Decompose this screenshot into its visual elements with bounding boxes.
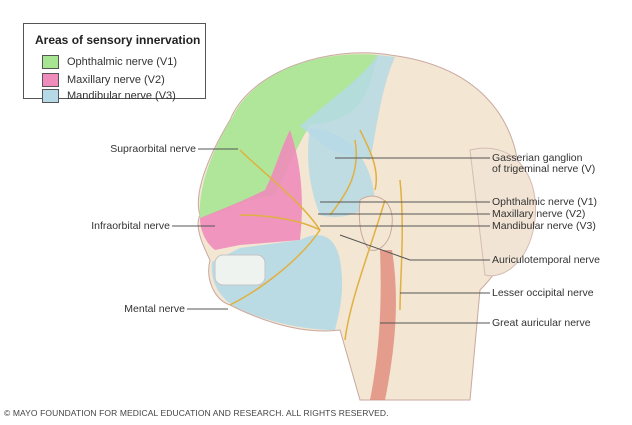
- label-mental: Mental nerve: [124, 303, 185, 315]
- label-lesser-occipital: Lesser occipital nerve: [492, 287, 594, 299]
- label-gasserian-1: Gasserian ganglion: [492, 152, 583, 164]
- label-gasserian-2: of trigeminal nerve (V): [492, 163, 596, 175]
- temporal-area: [308, 128, 375, 217]
- copyright: © MAYO FOUNDATION FOR MEDICAL EDUCATION …: [4, 408, 389, 418]
- legend-item-ophthalmic: Ophthalmic nerve (V1): [42, 55, 177, 69]
- label-great-auricular: Great auricular nerve: [492, 317, 591, 329]
- ear: [358, 195, 393, 251]
- label-supraorbital: Supraorbital nerve: [110, 143, 196, 155]
- legend-label: Mandibular nerve (V3): [67, 90, 176, 102]
- legend-label: Maxillary nerve (V2): [67, 74, 165, 86]
- legend-item-mandibular: Mandibular nerve (V3): [42, 89, 176, 103]
- sternocleidomastoid: [370, 250, 396, 400]
- label-maxillary: Maxillary nerve (V2): [492, 208, 586, 220]
- nerve-branches: [229, 129, 403, 341]
- leader-lines: [172, 148, 490, 324]
- swatch: [42, 89, 59, 103]
- legend-title: Areas of sensory innervation: [35, 33, 201, 47]
- teeth: [214, 254, 266, 286]
- hair-bun: [469, 147, 537, 277]
- label-infraorbital: Infraorbital nerve: [91, 220, 170, 232]
- maxillary-area: [200, 130, 302, 250]
- label-ophthalmic: Ophthalmic nerve (V1): [492, 196, 598, 208]
- label-auriculotemporal: Auriculotemporal nerve: [492, 254, 600, 266]
- legend-item-maxillary: Maxillary nerve (V2): [42, 73, 165, 87]
- legend: Areas of sensory innervation Ophthalmic …: [23, 23, 206, 103]
- legend-label: Ophthalmic nerve (V1): [67, 56, 178, 68]
- swatch: [42, 73, 59, 87]
- swatch: [42, 55, 59, 69]
- label-mandibular: Mandibular nerve (V3): [492, 220, 596, 232]
